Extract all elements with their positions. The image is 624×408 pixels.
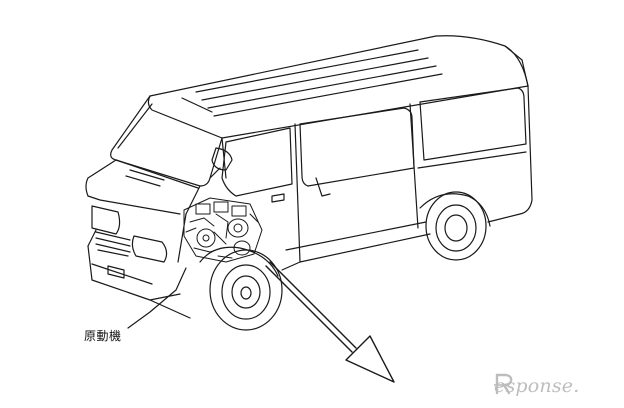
- engine-cutaway: [183, 197, 263, 263]
- van-body: [147, 35, 533, 271]
- direction-arrow: [265, 261, 395, 383]
- rear-wheel: [419, 191, 491, 261]
- callout-leader-line: [127, 267, 187, 329]
- front-wheel: [209, 249, 283, 331]
- engine-callout-label: 原動機: [84, 329, 122, 343]
- response-watermark-text: esponse.: [494, 375, 580, 397]
- van-front: [85, 95, 279, 319]
- response-logo-icon: [494, 373, 513, 395]
- response-watermark: esponse.: [494, 373, 579, 399]
